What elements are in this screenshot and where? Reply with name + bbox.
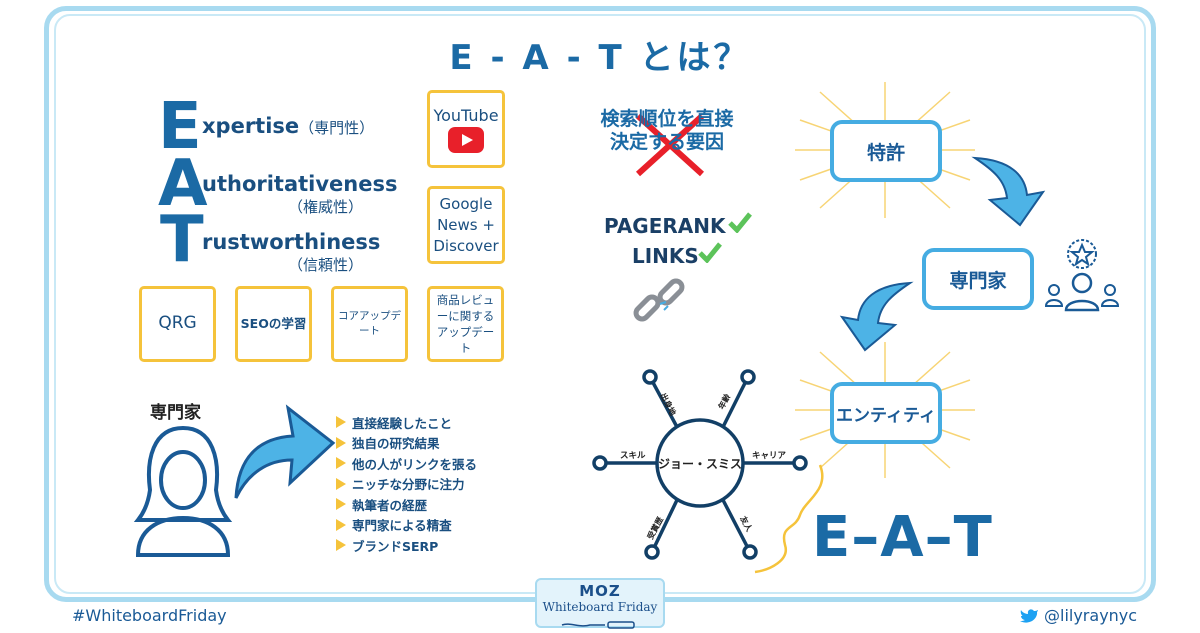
bullet-icon xyxy=(336,477,346,490)
show-name: Whiteboard Friday xyxy=(542,600,658,614)
person-icon xyxy=(133,425,233,557)
expert-signal-list: 直接経験したこと 独自の研究結果 他の人がリンクを張る ニッチな分野に注力 執筆… xyxy=(336,412,477,556)
spoke-label: スキル xyxy=(620,451,646,461)
flow-patent: 特許 xyxy=(830,120,942,182)
links-label: LINKS xyxy=(632,244,699,268)
bullet-icon xyxy=(336,539,346,552)
spoke-label: キャリア xyxy=(752,451,787,461)
note: （専門性） xyxy=(299,119,375,137)
letter-t: T xyxy=(160,203,204,277)
check-icon xyxy=(728,212,752,233)
list-item: ニッチな分野に注力 xyxy=(336,474,477,495)
entity-graph: ジョー・スミス 出身地 年齢 スキル キャリア 受賞歴 友人 xyxy=(592,369,808,560)
expert-group-icon xyxy=(1044,239,1120,312)
entity-center: ジョー・スミス xyxy=(658,457,742,471)
bullet-icon xyxy=(336,518,346,531)
youtube-play-icon xyxy=(448,127,484,154)
eat-final: E–A–T xyxy=(812,505,993,570)
expert-label: 専門家 xyxy=(150,403,201,423)
product-review-update-box: 商品レビューに関するアップデート xyxy=(427,286,504,362)
list-item: 直接経験したこと xyxy=(336,412,477,433)
moz-brand: MOZ xyxy=(579,582,621,600)
red-x-icon xyxy=(635,113,705,177)
list-item: ブランドSERP xyxy=(336,535,477,556)
list-item: 執筆者の経歴 xyxy=(336,494,477,515)
bullet-icon xyxy=(336,498,346,511)
down-arrow-icon xyxy=(971,156,1046,227)
twitter-handle-text: @lilyraynyc xyxy=(1044,606,1138,625)
letter-a: A xyxy=(158,147,208,221)
twitter-icon xyxy=(1020,609,1038,623)
bullet-icon xyxy=(336,436,346,449)
bullet-icon xyxy=(336,457,346,470)
page-title: E - A - T とは？ xyxy=(449,38,751,78)
flow-entity: エンティティ xyxy=(830,382,942,444)
check-icon xyxy=(698,242,722,263)
trustworthiness: rustworthiness xyxy=(202,230,381,254)
spoke-label: 出身地 xyxy=(658,391,678,417)
authoritativeness: uthoritativeness xyxy=(202,172,398,196)
authoritativeness-note: （権威性） xyxy=(288,198,364,216)
spoke-label: 年齢 xyxy=(716,391,733,411)
curved-arrow-icon xyxy=(234,404,336,499)
twitter-handle[interactable]: @lilyraynyc xyxy=(1020,606,1137,625)
google-news-box: Google News + Discover xyxy=(427,186,505,264)
word: xpertise xyxy=(202,114,300,138)
broken-link-icon xyxy=(633,278,685,322)
squiggle-line xyxy=(754,464,824,574)
moz-whiteboard-friday-logo: MOZ Whiteboard Friday xyxy=(535,578,665,629)
seo-learning-box: SEOの学習 xyxy=(235,286,312,362)
expertise: xpertise（専門性） xyxy=(202,114,374,138)
ranking-factor-text: 検索順位を直接決定する要因 xyxy=(600,108,734,153)
bullet-icon xyxy=(336,416,346,429)
letter-e: E xyxy=(158,90,202,164)
hashtag[interactable]: #WhiteboardFriday xyxy=(72,606,227,625)
list-item: 専門家による精査 xyxy=(336,515,477,536)
trustworthiness-note: （信頼性） xyxy=(288,256,364,274)
youtube-box: YouTube xyxy=(427,90,505,168)
core-update-box: コアアップデート xyxy=(331,286,408,362)
youtube-label: YouTube xyxy=(433,105,499,125)
flow-expert: 専門家 xyxy=(922,248,1034,310)
pagerank-label: PAGERANK xyxy=(604,214,726,238)
qrg-box: QRG xyxy=(139,286,216,362)
list-item: 独自の研究結果 xyxy=(336,433,477,454)
down-arrow-icon xyxy=(839,281,914,352)
marker-icon xyxy=(561,621,635,629)
list-item: 他の人がリンクを張る xyxy=(336,453,477,474)
